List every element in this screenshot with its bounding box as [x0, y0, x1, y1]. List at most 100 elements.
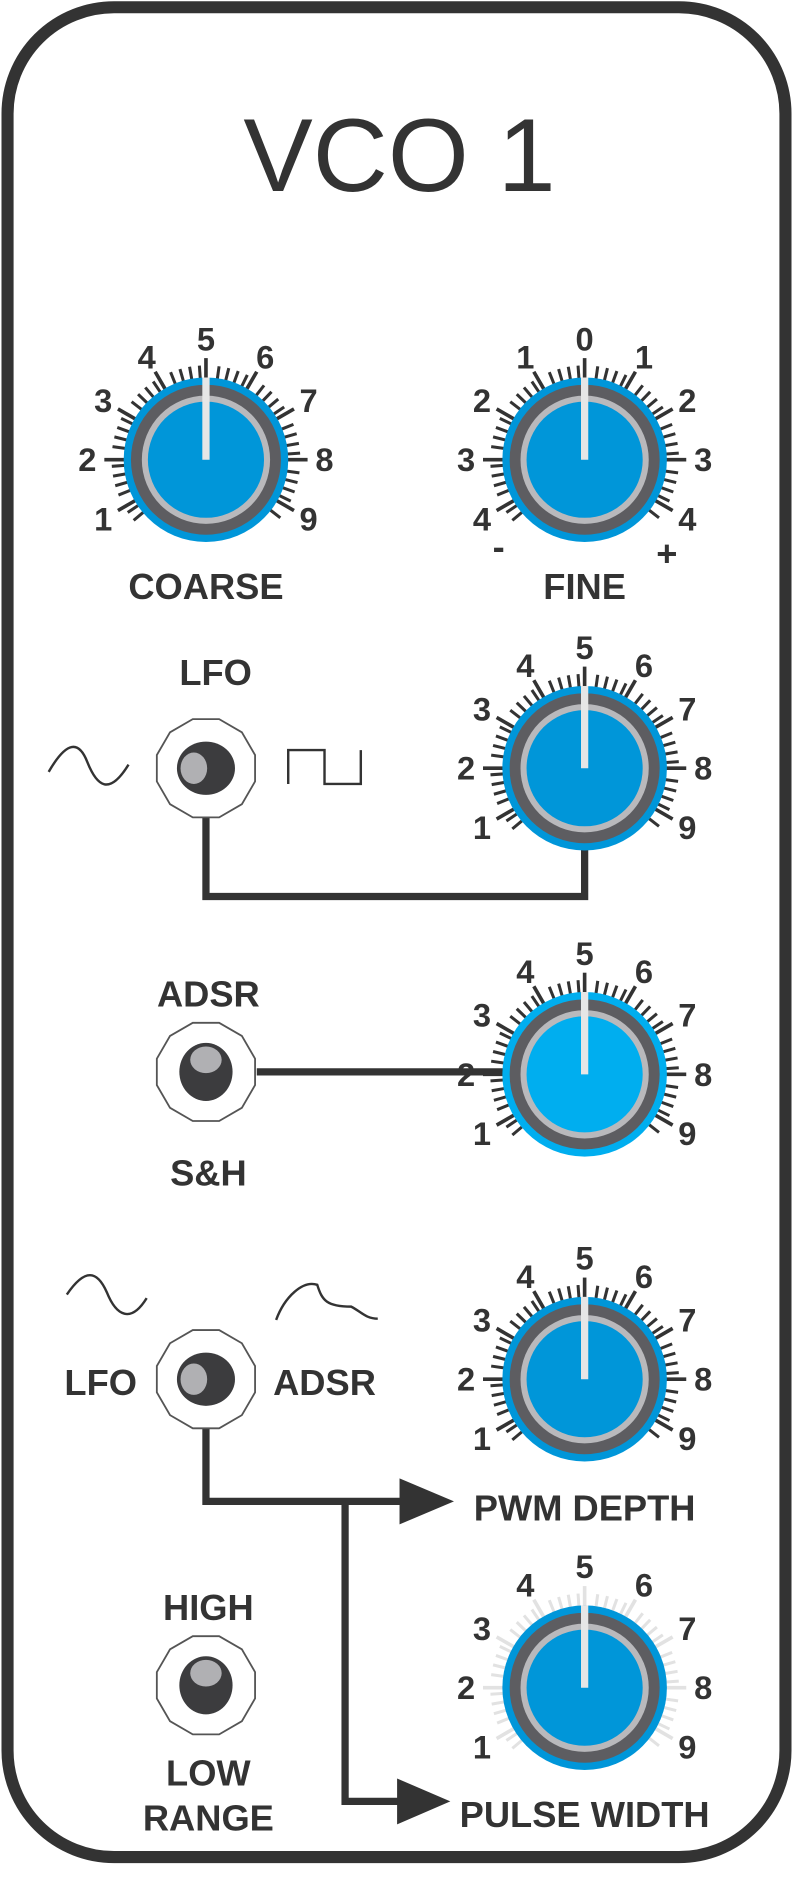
major-tick: [622, 985, 638, 1007]
scale-number: 4: [678, 501, 696, 538]
minor-tick: [658, 1650, 673, 1660]
minor-tick: [492, 743, 508, 751]
major-tick: [495, 1112, 517, 1127]
arrow-to-pulse-width-icon: [397, 1778, 451, 1825]
scale-number: 2: [457, 1056, 475, 1093]
major-tick: [532, 1598, 547, 1620]
toggle-switch-mod-source[interactable]: [155, 1329, 256, 1430]
switch-label-range: RANGE: [143, 1797, 274, 1838]
minor-tick: [661, 786, 677, 793]
minor-tick: [610, 679, 619, 694]
major-tick: [274, 498, 295, 513]
scale-number: 3: [473, 997, 491, 1034]
major-tick: [495, 1326, 517, 1341]
scale-number: 0: [576, 320, 594, 357]
minor-tick: [594, 1594, 600, 1609]
minor-tick: [499, 417, 514, 427]
minor-tick: [112, 472, 128, 478]
minor-tick: [660, 1660, 676, 1668]
scale-number: 7: [300, 382, 318, 419]
minor-tick: [499, 725, 514, 735]
scale-number: 6: [635, 647, 653, 684]
minor-tick: [283, 477, 298, 485]
panel-title: VCO 1: [243, 98, 555, 214]
scale-number: 5: [576, 935, 594, 972]
minor-tick: [505, 1117, 520, 1129]
minor-tick: [515, 393, 529, 406]
minor-tick: [618, 1293, 628, 1309]
scale-number: 5: [576, 629, 594, 666]
minor-tick: [491, 1086, 507, 1093]
minor-tick: [197, 365, 202, 381]
toggle-switch-adsr-sh[interactable]: [155, 1021, 256, 1122]
minor-tick: [492, 1354, 508, 1362]
switch-lever: [190, 1659, 222, 1687]
switch-label-adsr-source: ADSR: [273, 1362, 376, 1403]
switch-label-sh: S&H: [170, 1153, 247, 1194]
minor-tick: [639, 390, 652, 404]
major-tick: [652, 715, 674, 730]
scale-number: 7: [678, 1610, 696, 1647]
toggle-switch-lfo-waveform[interactable]: [155, 718, 256, 819]
major-tick: [622, 370, 638, 392]
scale-number: 6: [635, 1258, 653, 1295]
switch-label-adsr: ADSR: [157, 974, 260, 1015]
major-tick: [495, 1635, 517, 1650]
major-tick: [495, 498, 517, 513]
minor-tick: [547, 986, 557, 1001]
scale-number: 6: [635, 1567, 653, 1604]
major-tick: [652, 806, 674, 821]
envelope-wave-icon: [274, 1282, 378, 1321]
lfo-wire: [202, 813, 589, 901]
switch-label-lfo: LFO: [179, 652, 252, 693]
minor-tick: [114, 480, 130, 488]
minor-tick: [658, 422, 673, 432]
major-tick: [274, 407, 295, 422]
minor-tick: [649, 714, 664, 725]
fine-plus-sign: +: [656, 533, 677, 574]
minor-tick: [491, 1391, 507, 1398]
switch-label-high: HIGH: [163, 1587, 254, 1628]
major-tick: [652, 1635, 674, 1650]
minor-tick: [515, 701, 529, 714]
scale-number: 5: [576, 1240, 594, 1277]
minor-tick: [655, 801, 671, 811]
toggle-switch-range[interactable]: [155, 1635, 256, 1736]
major-tick: [532, 370, 547, 392]
minor-tick: [530, 995, 542, 1009]
minor-tick: [655, 1107, 671, 1118]
minor-tick: [530, 380, 542, 395]
minor-tick: [530, 689, 542, 703]
minor-tick: [618, 1602, 628, 1617]
minor-tick: [602, 1287, 609, 1303]
scale-number: 2: [457, 1669, 475, 1706]
minor-tick: [266, 397, 280, 410]
scale-number: 4: [516, 1567, 534, 1604]
minor-tick: [655, 1412, 671, 1422]
major-tick: [532, 679, 547, 700]
scale-number: 9: [678, 809, 696, 846]
minor-tick: [661, 1092, 677, 1099]
major-tick: [495, 1417, 517, 1432]
scale-number: 7: [678, 690, 696, 727]
minor-tick: [130, 400, 144, 412]
scale-number: 1: [516, 339, 534, 376]
scale-number: 4: [516, 953, 534, 990]
scale-number: 2: [678, 382, 696, 419]
minor-tick: [499, 1031, 514, 1041]
fine-minus-sign: -: [493, 526, 505, 567]
switch-lever: [180, 1363, 208, 1395]
minor-tick: [505, 811, 520, 823]
minor-tick: [659, 485, 674, 494]
scale-number: 1: [473, 809, 491, 846]
minor-tick: [594, 366, 600, 381]
scale-number: 3: [694, 441, 712, 478]
major-tick: [495, 407, 517, 422]
